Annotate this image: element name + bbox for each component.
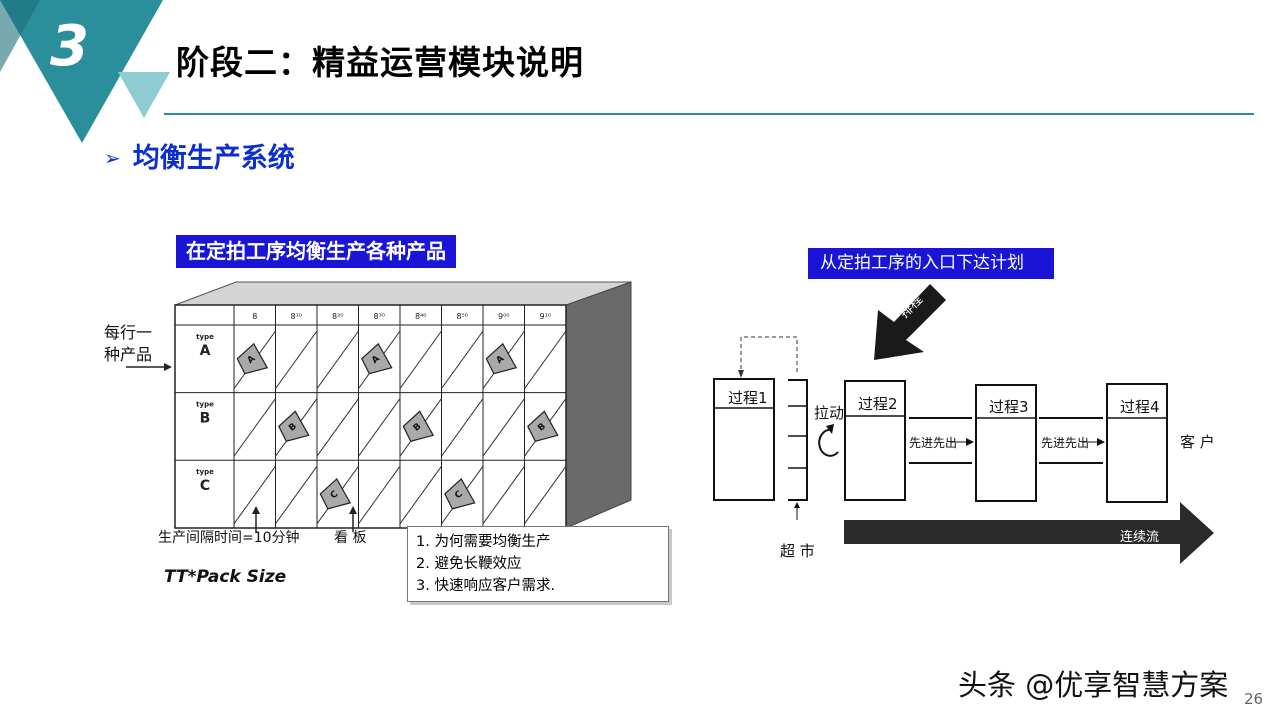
flow-label: 连续流 [1120, 530, 1160, 545]
schedule-arrow [874, 284, 946, 360]
time-header: 8¹⁰ [290, 312, 302, 321]
time-header: 8⁵⁰ [456, 312, 468, 321]
kanban-card-letter: A [246, 354, 258, 366]
kanban-card: B [278, 410, 310, 442]
notes-box: 1. 为何需要均衡生产 2. 避免长鞭效应 3. 快速响应客户需求. [407, 526, 669, 602]
kanban-card-letter: A [370, 354, 382, 366]
section-number: 3 [50, 14, 89, 79]
bullet-arrow-icon: ➢ [104, 146, 121, 170]
kanban-card-letter: A [495, 354, 507, 366]
kanban-card: B [527, 410, 559, 442]
row-letter: B [200, 411, 211, 427]
kanban-card: C [444, 478, 476, 510]
kanban-card: A [485, 342, 518, 375]
page-number: 26 [1244, 690, 1264, 708]
section-heading: ➢ 均衡生产系统 [104, 136, 295, 175]
customer-label: 客 户 [1180, 433, 1215, 451]
kanban-card: A [361, 342, 393, 375]
row-letter: A [200, 343, 211, 359]
supermarket-shelf [788, 379, 808, 501]
note-item: 2. 避免长鞭效应 [416, 556, 522, 572]
kanban-label: 看 板 [334, 530, 367, 546]
pull-label: 拉动 [814, 404, 845, 422]
right-caption: 从定拍工序的入口下达计划 [808, 248, 1054, 279]
board-top-face [174, 281, 632, 306]
process2-box [844, 380, 906, 501]
process3-label: 过程3 [989, 398, 1029, 416]
time-header: 8³⁰ [373, 312, 385, 321]
continuous-flow-arrow [844, 502, 1214, 564]
process3-box [975, 384, 1037, 502]
time-header: 8²⁰ [332, 312, 344, 321]
header-badge [0, 0, 170, 143]
left-caption: 在定拍工序均衡生产各种产品 [176, 235, 456, 268]
kanban-card-letter: B [536, 421, 548, 433]
process4-label: 过程4 [1120, 398, 1160, 416]
time-header: 8⁴⁰ [415, 312, 427, 321]
kanban-card: A [236, 342, 269, 375]
formula-label: TT*Pack Size [164, 567, 287, 587]
process1-box [713, 378, 775, 501]
interval-label: 生产间隔时间=10分钟 [158, 530, 300, 546]
process1-label: 过程1 [728, 389, 768, 407]
fifo-label-1: 先进先出 [909, 436, 958, 450]
row-note-line2: 种产品 [104, 345, 153, 364]
page-title: 阶段二：精益运营模块说明 [176, 43, 584, 82]
row-note-line1: 每行一 [104, 323, 153, 342]
flow-diagram [713, 284, 1214, 564]
row-type-label: type [196, 401, 214, 409]
time-header: 9¹⁰ [539, 312, 551, 321]
kanban-card-letter: C [329, 489, 341, 501]
fifo-label-2: 先进先出 [1041, 436, 1090, 450]
process2-label: 过程2 [858, 395, 898, 413]
kanban-card-letter: B [287, 421, 299, 433]
kanban-card: B [402, 410, 435, 442]
time-header: 8 [252, 312, 257, 321]
board-front-face [174, 304, 567, 529]
row-letter: C [200, 478, 210, 494]
note-item: 3. 快速响应客户需求. [416, 578, 556, 594]
time-header: 9⁰⁰ [498, 312, 510, 321]
supermarket-label: 超 市 [780, 542, 815, 560]
row-type-label: type [196, 333, 214, 341]
kanban-card: C [319, 478, 352, 510]
row-type-label: type [196, 468, 214, 476]
watermark: 头条 @优享智慧方案 [958, 668, 1229, 702]
kanban-card-letter: C [453, 489, 465, 501]
header-divider [164, 113, 1254, 115]
kanban-card-letter: B [412, 421, 424, 433]
note-item: 1. 为何需要均衡生产 [416, 534, 551, 550]
process4-box [1106, 383, 1168, 503]
board-side-face [565, 281, 632, 529]
section-heading-text: 均衡生产系统 [132, 143, 295, 174]
